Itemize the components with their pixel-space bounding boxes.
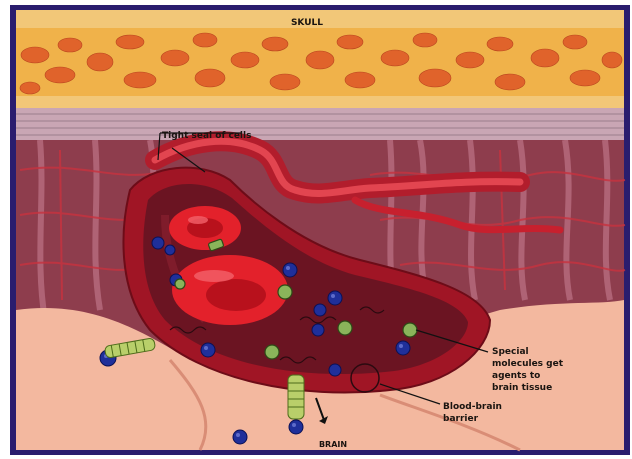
blue-molecule bbox=[233, 430, 247, 444]
transporter-bottom bbox=[288, 375, 304, 419]
blue-molecule bbox=[314, 304, 326, 316]
red-blood-cell-lower bbox=[172, 255, 288, 325]
barrier-label-line-1: Blood-brain bbox=[443, 402, 502, 412]
blue-molecule bbox=[201, 343, 215, 357]
special-molecules-line-2: molecules get bbox=[492, 359, 564, 369]
blue-molecule bbox=[396, 341, 410, 355]
skull-inner-table bbox=[16, 96, 624, 108]
barrier-label-line-2: barrier bbox=[443, 414, 479, 424]
green-molecule bbox=[278, 285, 292, 299]
tight-seal-label: Tight seal of cells bbox=[162, 131, 251, 141]
brain-label: BRAIN bbox=[319, 440, 347, 449]
green-molecule bbox=[265, 345, 279, 359]
skull-label: SKULL bbox=[291, 18, 323, 28]
special-molecules-line-1: Special bbox=[492, 347, 529, 357]
red-blood-cell-upper bbox=[169, 206, 241, 250]
blue-molecule bbox=[283, 263, 297, 277]
green-molecule bbox=[403, 323, 417, 337]
blue-molecule bbox=[289, 420, 303, 434]
blue-molecule bbox=[329, 364, 341, 376]
special-molecules-line-3: agents to bbox=[492, 371, 540, 381]
green-molecule bbox=[338, 321, 352, 335]
blue-molecule bbox=[165, 245, 175, 255]
special-molecules-line-4: brain tissue bbox=[492, 383, 552, 393]
blue-molecule bbox=[152, 237, 164, 249]
blue-molecule bbox=[328, 291, 342, 305]
green-molecule bbox=[175, 279, 185, 289]
blue-molecule bbox=[312, 324, 324, 336]
